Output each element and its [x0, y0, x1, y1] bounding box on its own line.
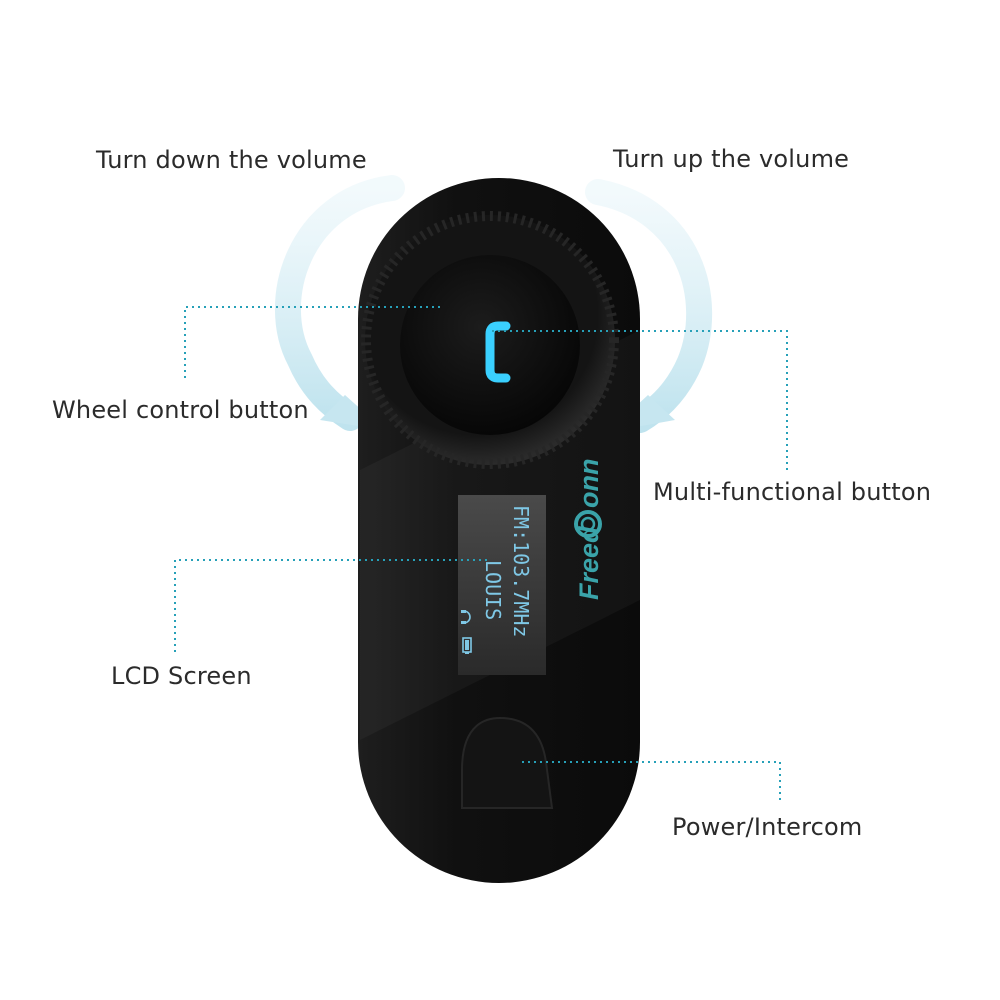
logo-part-2: onn — [574, 459, 604, 508]
freedconn-logo: Freed onn — [574, 459, 604, 600]
power-intercom-button[interactable] — [461, 716, 554, 809]
lcd-screen-leader — [174, 559, 487, 652]
wheel-control-label: Wheel control button — [52, 396, 309, 424]
multi-functional-leader — [492, 330, 788, 470]
lcd-screen-label: LCD Screen — [111, 662, 252, 690]
headset-icon — [461, 610, 471, 624]
leader-lines — [174, 306, 788, 800]
power-intercom-label: Power/Intercom — [672, 813, 863, 841]
multi-functional-label: Multi-functional button — [653, 478, 932, 506]
power-intercom-leader — [522, 761, 781, 800]
lcd-line-1: LOUIS — [481, 560, 505, 620]
lcd-screen: LOUIS FM:103.7MHz — [458, 495, 546, 675]
lcd-line-2: FM:103.7MHz — [509, 505, 533, 637]
turn-up-label: Turn up the volume — [613, 145, 850, 173]
phone-icon[interactable] — [485, 321, 511, 383]
battery-icon — [462, 637, 472, 654]
turn-down-label: Turn down the volume — [96, 146, 367, 174]
logo-part-1: Freed — [574, 526, 604, 600]
wheel-control-leader — [184, 306, 440, 382]
